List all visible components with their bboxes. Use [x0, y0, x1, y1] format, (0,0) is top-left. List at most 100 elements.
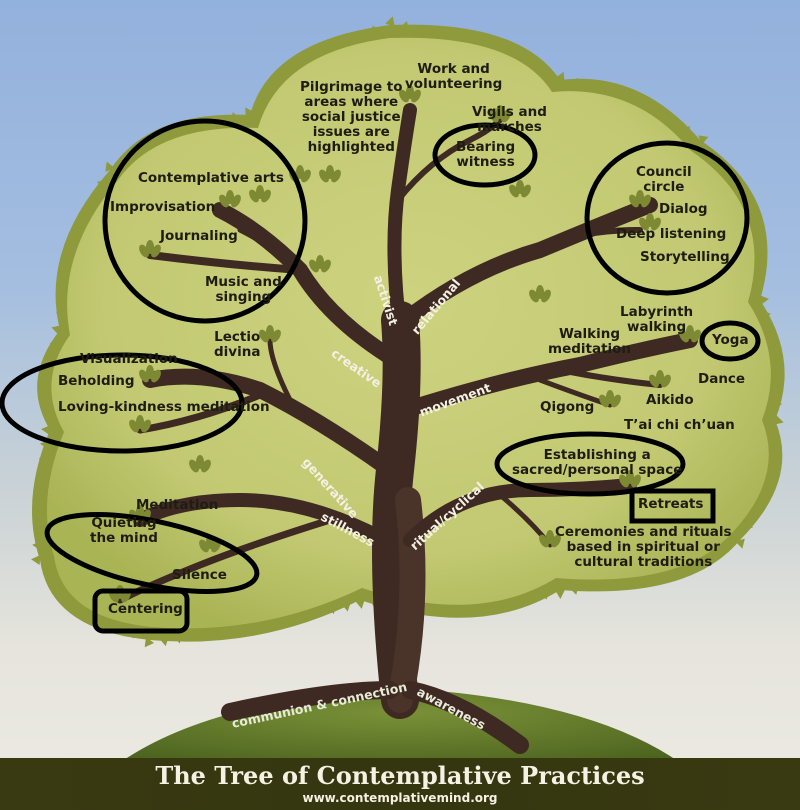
canopy-spike	[355, 599, 365, 609]
leaf	[316, 255, 324, 269]
leaf	[296, 165, 304, 179]
annotation-circle-sacred	[494, 431, 686, 497]
canopy-spike	[359, 33, 369, 45]
canopy-spike	[759, 295, 769, 305]
annotation-circle-creative	[102, 118, 308, 324]
canopy-spike	[735, 538, 745, 549]
canopy-spike	[555, 589, 565, 599]
canopy-spike	[257, 99, 267, 110]
practice-sacred-space: Establishing a sacred/personal space	[512, 447, 683, 478]
annotation-circle-yoga	[699, 320, 761, 362]
practice-retreats: Retreats	[638, 496, 704, 512]
canopy-spike	[583, 83, 593, 94]
canopy-spike	[541, 66, 551, 77]
canopy-spike	[753, 281, 764, 292]
canopy-spike	[187, 631, 197, 641]
canopy-spike	[569, 77, 579, 88]
canopy-spike	[43, 396, 54, 407]
practice-walking-meditation: Walking meditation	[548, 326, 632, 357]
practice-tai-chi: T’ai chi ch’uan	[624, 417, 735, 433]
canopy-spike	[35, 497, 45, 508]
canopy-spike	[569, 584, 579, 595]
practice-labyrinth-walking: Labyrinth walking	[620, 304, 694, 335]
leaf	[226, 190, 234, 204]
practice-work-volunteering: Work and volunteering	[405, 61, 503, 92]
canopy-spike	[105, 161, 115, 172]
practice-contemplative-arts: Contemplative arts	[138, 170, 284, 186]
practice-meditation: Meditation	[136, 497, 219, 513]
practice-dance: Dance	[698, 371, 746, 387]
leaf	[406, 85, 414, 99]
leaf	[536, 285, 544, 299]
canopy-spike	[667, 119, 677, 130]
canopy-spike	[413, 25, 424, 36]
canopy-spike	[96, 179, 107, 190]
practice-quieting-mind: Quieting the mind	[90, 515, 158, 546]
canopy-spike	[49, 339, 60, 350]
canopy-spike	[201, 628, 211, 639]
canopy-spike	[36, 482, 46, 493]
canopy-spike	[32, 540, 42, 551]
canopy-spike	[215, 625, 225, 636]
practice-aikido: Aikido	[646, 392, 694, 408]
canopy-spike	[144, 637, 155, 648]
practice-centering: Centering	[108, 601, 183, 617]
practice-yoga: Yoga	[712, 332, 749, 348]
canopy-spike	[555, 71, 565, 82]
canopy-spike	[31, 555, 41, 565]
practice-loving-kindness: Loving-kindness meditation	[58, 399, 270, 415]
annotation-circle-generative	[0, 352, 245, 454]
leaf	[496, 105, 504, 119]
canopy-spike	[761, 310, 771, 320]
canopy-spike	[540, 590, 551, 600]
annotation-circle-stillness	[44, 512, 260, 594]
canopy-spike	[46, 565, 57, 577]
canopy-spike	[133, 150, 143, 161]
canopy-spike	[582, 580, 593, 591]
leaf	[546, 530, 554, 544]
leaf	[606, 390, 614, 404]
leaf	[626, 470, 634, 484]
practice-ceremonies: Ceremonies and rituals based in spiritua…	[555, 524, 732, 570]
canopy-spike	[51, 325, 62, 335]
canopy-spike	[763, 325, 773, 335]
canopy-spike	[92, 194, 103, 204]
canopy-spike	[681, 125, 691, 136]
canopy-spike	[55, 310, 67, 321]
annotations	[0, 118, 761, 634]
canopy-spike	[37, 468, 48, 479]
annotation-box-retreats	[629, 488, 716, 524]
leaf	[516, 180, 524, 194]
annotation-circle-relational	[584, 140, 750, 296]
canopy-spike	[773, 415, 784, 425]
banner-url[interactable]: www.contemplativemind.org	[302, 791, 498, 805]
canopy-spike	[526, 591, 537, 601]
canopy-spike	[372, 25, 382, 36]
canopy-spike	[708, 161, 719, 172]
practice-storytelling: Storytelling	[640, 249, 730, 265]
annotation-box-centering	[92, 588, 190, 634]
canopy-spike	[159, 636, 169, 647]
practice-silence: Silence	[172, 567, 227, 583]
leaf	[656, 370, 664, 384]
practice-bearing-witness: Bearing witness	[456, 139, 516, 170]
canopy-spike	[38, 453, 49, 464]
leaf	[136, 415, 144, 429]
canopy-spike	[770, 385, 781, 395]
practice-vigils-marches: Vigils and marches	[472, 104, 547, 135]
leaf	[266, 325, 274, 339]
banner-title: The Tree of Contemplative Practices	[155, 761, 645, 790]
practice-visualization: Visualization	[80, 351, 178, 367]
annotation-circle-bearing	[432, 122, 538, 188]
canopy-spike	[385, 16, 395, 27]
practice-music-singing: Music and singing	[205, 274, 282, 305]
leaf	[636, 190, 644, 204]
practice-beholding: Beholding	[58, 373, 135, 389]
canopy-spike	[341, 601, 351, 612]
canopy-spike	[772, 400, 783, 410]
canopy-spike	[231, 112, 241, 123]
canopy-spike	[41, 425, 51, 435]
canopy-spike	[596, 577, 607, 588]
trunk	[116, 103, 698, 754]
leaf	[256, 185, 264, 199]
